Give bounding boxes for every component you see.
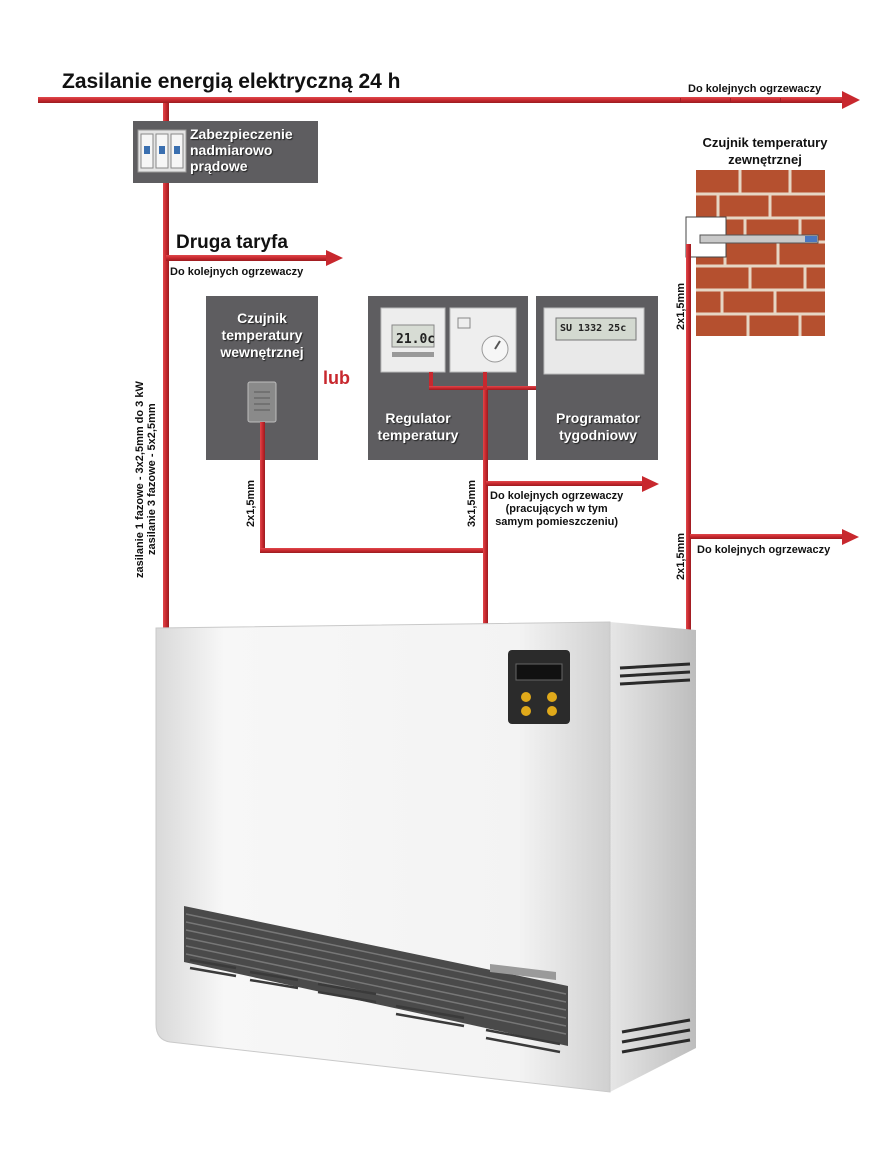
supply-label-three-phase: zasilanie 3 fazowe - 5x2,5mm xyxy=(146,403,158,555)
overcurrent-line-1: Zabezpieczenie xyxy=(190,126,293,142)
next-heaters-room-line-3: samym pomieszczeniu) xyxy=(495,516,619,528)
next-heaters-outdoor-label: Do kolejnych ogrzewaczy xyxy=(697,544,831,556)
outdoor-sensor-cable xyxy=(686,244,691,633)
wire-outdoor-bottom-label: 2x1,5mm xyxy=(675,532,687,580)
outdoor-sensor-title-line-1: Czujnik temperatury xyxy=(702,135,828,150)
outdoor-sensor-probe xyxy=(685,216,819,258)
next-heaters-tariff-label: Do kolejnych ogrzewaczy xyxy=(170,266,304,278)
programmer-line-2: tygodniowy xyxy=(559,427,637,443)
digital-thermostat xyxy=(380,307,446,373)
programmer-display: SU 1332 25c xyxy=(560,323,627,334)
next-heaters-top-label: Do kolejnych ogrzewaczy xyxy=(688,83,822,95)
room-branch-cable xyxy=(486,481,644,486)
overcurrent-line-2: nadmiarowo xyxy=(190,142,273,158)
regulator-cable xyxy=(483,390,488,633)
next-heaters-room-line-2: (pracujących w tym xyxy=(505,503,608,515)
programmer-label: Programator tygodniowy xyxy=(540,410,656,444)
indoor-sensor-device xyxy=(247,381,277,423)
regulator-link-left xyxy=(429,372,433,390)
indoor-sensor-line-2: temperatury xyxy=(221,327,303,343)
outdoor-sensor-title: Czujnik temperatury zewnętrznej xyxy=(680,134,850,168)
heater-lower-vents xyxy=(189,958,561,1054)
indoor-sensor-cable-horizontal xyxy=(260,548,486,553)
analog-thermostat xyxy=(449,307,517,373)
indoor-sensor-line-1: Czujnik xyxy=(237,310,287,326)
or-label: lub xyxy=(323,368,350,388)
regulator-label: Regulator temperatury xyxy=(368,410,468,444)
second-tariff-label: Druga taryfa xyxy=(176,232,288,253)
thermostat-display: 21.0c xyxy=(396,332,436,347)
breaker-icon xyxy=(137,129,187,173)
indoor-sensor-line-3: wewnętrznej xyxy=(220,344,304,360)
diagram-title: Zasilanie energią elektryczną 24 h xyxy=(62,70,401,93)
programmer-line-1: Programator xyxy=(555,410,641,426)
indoor-sensor-grille xyxy=(254,391,270,411)
regulator-line-2: temperatury xyxy=(377,427,459,443)
room-branch-arrow xyxy=(642,476,659,492)
outdoor-branch-arrow xyxy=(842,529,859,545)
outdoor-sensor-title-line-2: zewnętrznej xyxy=(728,152,802,167)
next-heaters-room-line-1: Do kolejnych ogrzewaczy xyxy=(490,490,624,502)
tariff-cable xyxy=(166,255,328,261)
overcurrent-line-3: prądowe xyxy=(190,158,248,174)
heater-control-panel xyxy=(508,650,570,724)
supply-label-single-phase: zasilanie 1 fazowe - 3x2,5mm do 3 kW xyxy=(134,381,146,578)
indoor-sensor-cable xyxy=(260,422,265,552)
weekly-programmer-device xyxy=(543,307,645,375)
regulator-line-1: Regulator xyxy=(385,410,451,426)
indoor-sensor-label: Czujnik temperatury wewnętrznej xyxy=(206,310,318,361)
heater-air-outlet xyxy=(184,906,568,1046)
overcurrent-protection-label: Zabezpieczenie nadmiarowo prądowe xyxy=(190,126,293,174)
next-heaters-room-label: Do kolejnych ogrzewaczy (pracujących w t… xyxy=(490,490,623,529)
main-supply-cable xyxy=(38,97,846,103)
tariff-arrow xyxy=(326,250,343,266)
wire-indoor-label: 2x1,5mm xyxy=(245,479,257,527)
heater-supply-cable xyxy=(163,103,169,633)
main-supply-arrow xyxy=(842,91,860,109)
outdoor-branch-cable xyxy=(690,534,844,539)
storage-heater xyxy=(155,621,696,1093)
wire-outdoor-top-label: 2x1,5mm xyxy=(675,282,687,330)
wire-regulator-label: 3x1,5mm xyxy=(466,479,478,527)
heater-side-vents xyxy=(619,662,691,1054)
regulator-link xyxy=(429,386,555,390)
regulator-link-right xyxy=(483,372,487,390)
